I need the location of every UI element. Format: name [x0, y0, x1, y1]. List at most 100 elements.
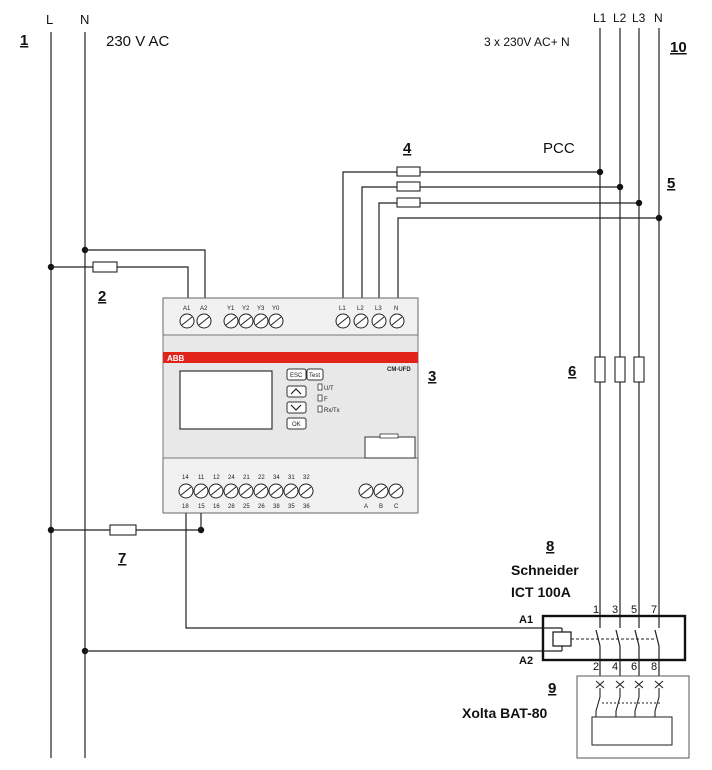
esc-label: ESC	[290, 373, 303, 379]
pcc-label: PCC	[543, 140, 575, 157]
relay-wires	[51, 513, 543, 652]
right-L2-label: L2	[613, 11, 627, 25]
top-screw-terminals	[179, 313, 405, 329]
right-L1-label: L1	[593, 11, 607, 25]
label-4: 4	[403, 140, 412, 157]
pin-5: 5	[631, 604, 637, 616]
left-L-label: L	[46, 12, 53, 27]
contactor-top-pins: 1 3 5 7	[593, 604, 657, 616]
top-terminal-labels: A1 A2 Y1 Y2 Y3 Y0 L1 L2 L3 N	[183, 306, 398, 312]
measurement-fuses	[396, 166, 421, 208]
left-voltage-label: 230 V AC	[106, 33, 170, 50]
fuse-L2	[396, 181, 421, 192]
bottom-terminal-labels-bottom: 18 15 16 28 25 26 38 35 36 A B C	[182, 504, 399, 510]
terminal-label-y2: Y2	[242, 306, 250, 312]
battery-name: Xolta BAT-80	[462, 705, 548, 721]
terminal-label-l1: L1	[339, 306, 346, 312]
bb-28: 28	[228, 504, 235, 510]
bb-15: 15	[198, 504, 205, 510]
pin-2: 2	[593, 661, 599, 673]
coil	[552, 631, 572, 647]
bb-36: 36	[303, 504, 310, 510]
label-7: 7	[118, 550, 126, 567]
device-display	[179, 370, 273, 430]
terminal-label-l3: L3	[375, 306, 382, 312]
fuse-L1	[396, 166, 421, 177]
model-label: CM-UFD	[387, 367, 411, 373]
led-rxtx-label: Rx/Tx	[324, 408, 340, 414]
battery-module	[591, 716, 673, 746]
terminal-label-y3: Y3	[257, 306, 265, 312]
led-ut	[317, 383, 323, 391]
label-6: 6	[568, 363, 576, 380]
bt-24: 24	[228, 475, 235, 481]
measurement-wires	[342, 171, 659, 305]
down-arrow-icon	[290, 404, 302, 411]
esc-button[interactable]	[286, 368, 307, 381]
label-9: 9	[548, 680, 556, 697]
bb-25: 25	[243, 504, 250, 510]
terminal-label-l2: L2	[357, 306, 364, 312]
bt-12: 12	[213, 475, 220, 481]
up-button[interactable]	[286, 385, 307, 398]
bb-38: 38	[273, 504, 280, 510]
contactor-name: Schneider	[511, 562, 579, 578]
bt-21: 21	[243, 475, 250, 481]
fuse-7	[109, 524, 137, 536]
supply-wires	[51, 249, 206, 305]
led-f-label: F	[324, 397, 328, 403]
bt-11: 11	[198, 475, 205, 481]
terminal-label-y1: Y1	[227, 306, 235, 312]
ok-label: OK	[292, 422, 301, 428]
bottom-terminal-labels-top: 14 11 12 24 21 22 34 31 32	[182, 475, 310, 481]
terminal-label-a2: A2	[200, 306, 208, 312]
brand-label: ABB	[167, 354, 185, 363]
bt-14: 14	[182, 475, 189, 481]
contactor-model: ICT 100A	[511, 584, 571, 600]
left-supply	[50, 32, 86, 758]
led-ut-label: U/T	[324, 386, 334, 392]
left-N-label: N	[80, 12, 89, 27]
right-supply	[599, 28, 660, 618]
comm-module	[364, 436, 416, 459]
coil-a1-label: A1	[519, 614, 533, 626]
test-button[interactable]	[306, 368, 324, 381]
cm-ufd-device: ABB CM-UFD ESC Test OK U/T F Rx/Tx A1 A2…	[162, 297, 419, 514]
terminal-label-y0: Y0	[272, 306, 280, 312]
bb-b: B	[379, 504, 383, 510]
contactor-bottom-pins: 2 4 6 8	[593, 661, 657, 673]
bb-26: 26	[258, 504, 265, 510]
fuse-L3	[396, 197, 421, 208]
fuses-6	[594, 356, 645, 383]
red-band	[163, 352, 418, 363]
label-3: 3	[428, 368, 436, 385]
label-10: 10	[670, 39, 687, 56]
ok-button[interactable]	[286, 417, 307, 430]
up-arrow-icon	[290, 388, 302, 395]
terminal-label-a1: A1	[183, 306, 191, 312]
pin-7: 7	[651, 604, 657, 616]
right-L3-label: L3	[632, 11, 646, 25]
label-2: 2	[98, 288, 106, 305]
pin-8: 8	[651, 661, 657, 673]
label-5: 5	[667, 175, 675, 192]
bb-16: 16	[213, 504, 220, 510]
led-f	[317, 394, 323, 402]
down-button[interactable]	[286, 401, 307, 414]
bb-a: A	[364, 504, 368, 510]
led-rxtx	[317, 405, 323, 413]
fuse-2	[92, 261, 118, 273]
bt-22: 22	[258, 475, 265, 481]
pin-3: 3	[612, 604, 618, 616]
right-voltage-label: 3 x 230V AC+ N	[484, 35, 570, 49]
pin-4: 4	[612, 661, 618, 673]
battery-xolta	[576, 675, 690, 759]
pin-6: 6	[631, 661, 637, 673]
terminal-label-n: N	[394, 306, 398, 312]
test-label: Test	[309, 373, 320, 379]
bb-18: 18	[182, 504, 189, 510]
bottom-screw-terminals	[178, 483, 404, 499]
bt-34: 34	[273, 475, 280, 481]
bb-c: C	[394, 504, 399, 510]
